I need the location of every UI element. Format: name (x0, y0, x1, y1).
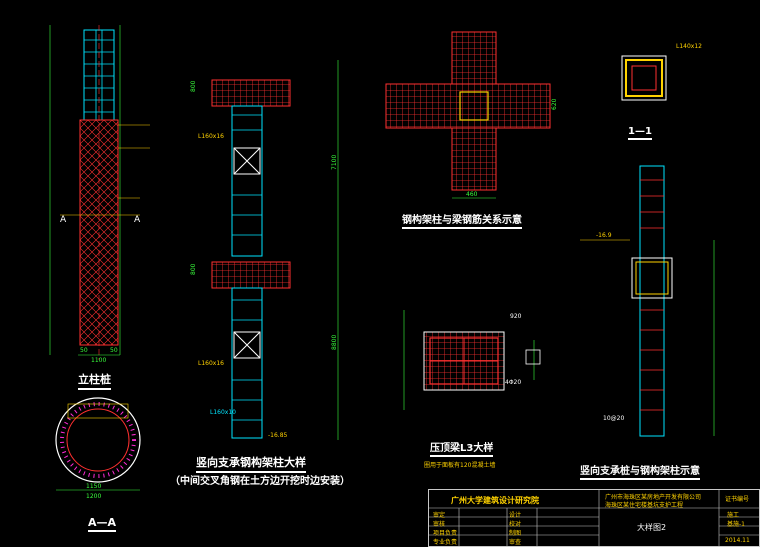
dim-50-right: 50 (110, 347, 118, 354)
dim-920: 920 (510, 313, 522, 320)
dim-800-bottom: 800 (190, 263, 197, 275)
tb-drawing-name: 大样图2 (637, 523, 667, 532)
dim-1020: 10@20 (603, 415, 624, 422)
tb-date: 2014.11 (725, 537, 750, 544)
l160-label-bottom: L160x16 (198, 360, 224, 367)
tb-row-label-1: 审定 (433, 512, 446, 519)
section-mark-a-right: A (134, 215, 141, 225)
tb-stage: 施工 (727, 512, 740, 519)
level-mark-2: -16.85 (268, 432, 288, 439)
vertical-pile-column-drawing: -16.9 10@20 (580, 165, 715, 437)
l160x10-label: L160x10 (210, 409, 236, 416)
tb-cert-label: 证书编号 (725, 496, 750, 503)
tb-project: 广州市海珠区某房地产开发有限公司 (605, 494, 702, 501)
title-section-aa: A—A (88, 516, 117, 532)
dim-620: 620 (551, 98, 558, 110)
title-vertical-pile-column: 竖向支承桩与钢构架柱示意 (580, 462, 700, 480)
tb-row-label-4: 专业负责 (433, 539, 458, 546)
dim-460: 460 (466, 191, 478, 198)
level-mark: -16.9 (596, 232, 612, 239)
tb-row-label-2: 审核 (433, 521, 446, 528)
steel-column-beam-rebar-drawing: 460 620 (385, 31, 558, 199)
title-steel-column-beam-rebar: 钢构架柱与梁钢筋关系示意 (402, 211, 522, 229)
vertical-support-detail-drawing: 7100 8800 800 800 L160x16 L160x16 L160x1… (190, 60, 339, 440)
l140-label: L140x12 (676, 43, 702, 50)
tb-row-label-5: 设计 (509, 512, 522, 519)
dim-8800: 8800 (331, 335, 338, 350)
tb-row-label-3: 项目负责 (433, 530, 458, 537)
top-beam-l3-drawing: 920 4Φ20 (403, 310, 541, 410)
dim-1100: 1100 (91, 357, 106, 364)
dim-4920: 4Φ20 (505, 379, 521, 386)
dim-800-top: 800 (190, 80, 197, 92)
dim-7100: 7100 (331, 155, 338, 170)
tb-row-label-7: 制图 (509, 530, 522, 537)
title-section-11: 1—1 (628, 126, 652, 140)
dim-50-left: 50 (80, 347, 88, 354)
title-block: 广州大学建筑设计研究院 广州市海珠区某房地产开发有限公司 海珠区某住宅楼基坑支护… (428, 489, 760, 547)
tb-row-label-8: 审查 (509, 539, 522, 546)
l160-label-top: L160x16 (198, 133, 224, 140)
note-top-beam-l3: 圈用于面板有120混凝土墙 (424, 462, 496, 469)
tb-drawing-no: 基施-1 (727, 521, 745, 528)
dim-1200: 1200 (86, 493, 101, 500)
section-mark-a-left: A (60, 215, 67, 225)
subtitle-vertical-support-note: （中间交叉角钢在土方边开挖时边安装） (170, 476, 350, 487)
dim-1150: 1150 (86, 483, 101, 490)
section-aa-drawing: 1150 1200 (55, 397, 141, 500)
tb-project-sub: 海珠区某住宅楼基坑支护工程 (605, 502, 684, 509)
title-top-beam-l3: 压顶梁L3大样 (430, 439, 494, 457)
tb-row-label-6: 校对 (509, 521, 522, 528)
title-block-grid (429, 490, 759, 546)
title-vertical-support-detail: 竖向支承钢构架柱大样 (196, 454, 306, 473)
tb-institute: 广州大学建筑设计研究院 (451, 496, 539, 505)
column-pile-elevation: A A 50 50 1100 (49, 25, 150, 364)
section-11-drawing: L140x12 (621, 43, 702, 101)
title-column-pile: 立柱桩 (78, 371, 111, 390)
